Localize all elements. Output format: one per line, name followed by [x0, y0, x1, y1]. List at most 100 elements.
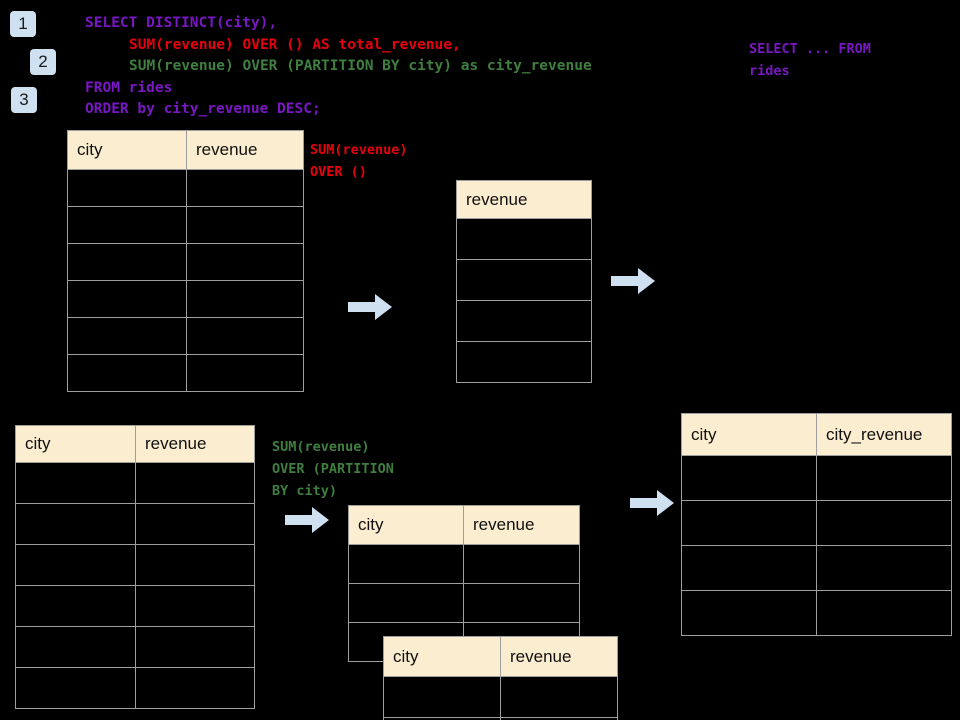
- sql-line-3: SUM(revenue) OVER (PARTITION BY city) as…: [129, 58, 592, 74]
- table-row: [348, 583, 580, 623]
- table-cell-city_revenue: [816, 590, 952, 636]
- table-row: [67, 169, 304, 207]
- table-row: [456, 300, 592, 342]
- column-header-city: city: [681, 413, 817, 456]
- table-row: [383, 717, 618, 720]
- table-cell-revenue: [500, 717, 618, 720]
- sql-line-1: SELECT DISTINCT(city),: [85, 15, 278, 31]
- table-cell-city: [348, 583, 464, 623]
- table-row: [456, 259, 592, 301]
- table-cell-revenue: [463, 544, 580, 584]
- arrow-rides-to-partitioned-icon: [285, 507, 329, 533]
- table-row: [15, 544, 255, 586]
- table-cell-revenue: [186, 354, 304, 392]
- table-row: [67, 317, 304, 355]
- annotation-select-from-rides: SELECT ... FROM rides: [749, 41, 871, 79]
- table-row: [67, 206, 304, 244]
- step-badge-3: 3: [11, 87, 37, 113]
- table-row: [67, 354, 304, 392]
- column-header-revenue: revenue: [500, 636, 618, 677]
- table-cell-revenue: [456, 218, 592, 260]
- arrow-partitioned-to-final-icon: [630, 490, 674, 516]
- table-row: [681, 455, 952, 501]
- table-cell-city: [15, 544, 136, 586]
- table-cell-revenue: [456, 341, 592, 383]
- step-badge-1: 1: [10, 11, 36, 37]
- table-cell-revenue: [186, 206, 304, 244]
- table-cell-city: [681, 500, 817, 546]
- table-total-revenue: revenue: [456, 180, 592, 383]
- arrow-total-to-final-icon: [611, 268, 655, 294]
- arrow-rides-to-total-icon: [348, 294, 392, 320]
- table-cell-revenue: [135, 462, 255, 504]
- table-row: [456, 341, 592, 383]
- column-header-city: city: [67, 130, 187, 170]
- annotation-sum-over-empty: SUM(revenue) OVER (): [310, 142, 408, 180]
- table-row: [681, 545, 952, 591]
- table-cell-city: [67, 243, 187, 281]
- table-cell-city: [67, 317, 187, 355]
- table-cell-revenue: [463, 583, 580, 623]
- table-cell-city: [15, 667, 136, 709]
- table-cell-revenue: [186, 169, 304, 207]
- table-cell-revenue: [500, 676, 618, 718]
- table-cell-city: [15, 503, 136, 545]
- sql-line-5: ORDER by city_revenue DESC;: [85, 101, 321, 117]
- table-cell-revenue: [135, 626, 255, 668]
- table-cell-city: [348, 544, 464, 584]
- table-cell-revenue: [135, 503, 255, 545]
- table-row: [15, 462, 255, 504]
- table-cell-city: [15, 626, 136, 668]
- annotation-sum-over-partition-by-city: SUM(revenue) OVER (PARTITION BY city): [272, 439, 394, 499]
- sql-line-2: SUM(revenue) OVER () AS total_revenue,: [129, 36, 461, 53]
- column-header-city_revenue: city_revenue: [816, 413, 952, 456]
- table-cell-city_revenue: [816, 545, 952, 591]
- table-cell-revenue: [135, 544, 255, 586]
- table-row: [681, 500, 952, 546]
- table-cell-city_revenue: [816, 455, 952, 501]
- table-row: [348, 544, 580, 584]
- step-badge-2: 2: [30, 49, 56, 75]
- table-cell-city: [681, 590, 817, 636]
- table-cell-city: [681, 545, 817, 591]
- table-row: [15, 585, 255, 627]
- table-cell-city: [15, 462, 136, 504]
- column-header-city: city: [15, 425, 136, 463]
- table-cell-revenue: [456, 300, 592, 342]
- table-cell-city: [383, 676, 501, 718]
- table-cell-city_revenue: [816, 500, 952, 546]
- column-header-revenue: revenue: [463, 505, 580, 545]
- table-row: [456, 218, 592, 260]
- column-header-city: city: [383, 636, 501, 677]
- column-header-revenue: revenue: [135, 425, 255, 463]
- table-row: [681, 590, 952, 636]
- table-cell-city: [67, 354, 187, 392]
- table-row: [383, 676, 618, 718]
- table-row: [15, 503, 255, 545]
- table-row: [15, 626, 255, 668]
- table-header-row: revenue: [456, 180, 592, 219]
- table-row: [67, 280, 304, 318]
- table-cell-city: [67, 206, 187, 244]
- table-row: [15, 667, 255, 709]
- table-cell-city: [15, 585, 136, 627]
- table-cell-city: [67, 169, 187, 207]
- table-cell-city: [67, 280, 187, 318]
- table-cell-revenue: [186, 317, 304, 355]
- table-cell-revenue: [456, 259, 592, 301]
- table-cell-revenue: [186, 243, 304, 281]
- sql-line-4: FROM rides: [85, 79, 173, 96]
- table-cell-city: [681, 455, 817, 501]
- table-cell-revenue: [186, 280, 304, 318]
- column-header-revenue: revenue: [456, 180, 592, 219]
